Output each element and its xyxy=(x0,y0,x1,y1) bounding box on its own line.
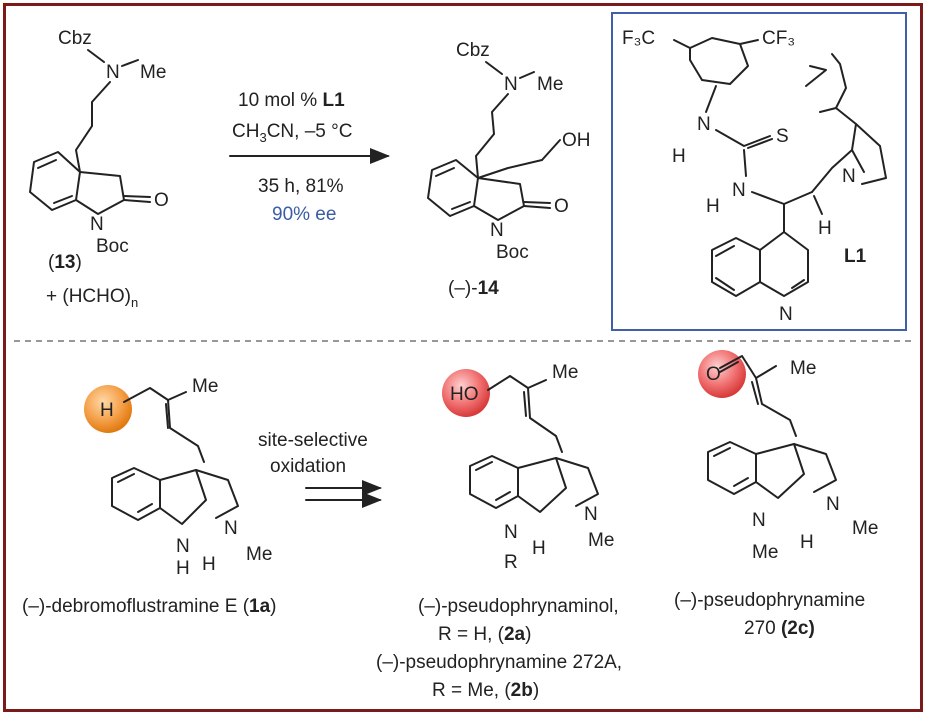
compound-13: Cbz N Me O N Boc (13) + (HCHO)n xyxy=(29,28,169,310)
indoline-n: N xyxy=(176,536,190,557)
cbz-label: Cbz xyxy=(58,28,92,49)
compound-2c-number: 270 (2c) xyxy=(744,618,815,639)
indoline-n: N xyxy=(752,510,766,531)
n-methyl: Me xyxy=(588,530,614,551)
h-highlighted: H xyxy=(100,400,114,421)
compound-2b-name: (–)-pseudophrynamine 272A, xyxy=(376,652,622,673)
compound-13-label: (13) xyxy=(48,252,82,273)
compound-2a-name: (–)-pseudophrynaminol, xyxy=(418,596,619,617)
cbz-label: Cbz xyxy=(456,40,490,61)
o-label: O xyxy=(706,364,721,385)
n-ring-label: N xyxy=(90,214,104,235)
me-label: Me xyxy=(552,362,578,383)
n-label: N xyxy=(504,74,518,95)
pyrrolidine-n: N xyxy=(224,518,238,539)
time-yield: 35 h, 81% xyxy=(258,176,344,197)
compound-14: Cbz N Me OH O N Boc (–)-14 xyxy=(427,40,591,299)
quinuclidine-n: N xyxy=(842,166,856,187)
ring-fusion-h: H xyxy=(532,538,546,559)
indoline-n: N xyxy=(504,522,518,543)
quinoline-n: N xyxy=(779,304,793,325)
cf3-label: CF₃ xyxy=(762,28,795,49)
me-label: Me xyxy=(140,62,166,83)
indoline-n-methyl: Me xyxy=(752,542,778,563)
pyrrolidine-n: N xyxy=(584,504,598,525)
nh1-n: N xyxy=(697,114,711,135)
n-ring-label: N xyxy=(490,220,504,241)
ho-label: HO xyxy=(450,384,479,405)
compound-1a-name: (–)-debromoflustramine E (1a) xyxy=(22,596,277,617)
arrow-text-line1: site-selective xyxy=(258,430,368,451)
oxidation-arrow-group: site-selective oxidation xyxy=(258,430,382,508)
r-group: R xyxy=(504,552,518,573)
compound-2a-2b: HO Me N Me N R H (–)-pseudophrynaminol, … xyxy=(376,362,622,701)
f3c-label: F₃C xyxy=(622,28,655,49)
ligand-l1: F₃C CF₃ N H S N H N H N L1 xyxy=(622,28,887,325)
me-label: Me xyxy=(537,74,563,95)
catalyst-loading: 10 mol % L1 xyxy=(238,90,345,111)
ligand-name: L1 xyxy=(844,246,867,267)
orange-highlight-ball xyxy=(84,385,132,433)
o-label: O xyxy=(154,190,169,211)
red-highlight-ball-o xyxy=(698,350,746,398)
compound-14-label: (–)-14 xyxy=(448,278,499,299)
indoline-nh-h: H xyxy=(176,558,190,579)
compound-2a-r: R = H, (2a) xyxy=(438,624,531,645)
pyrrolidine-n: N xyxy=(826,494,840,515)
oh-label: OH xyxy=(562,130,591,151)
arrow-text-line2: oxidation xyxy=(270,456,346,477)
n-methyl: Me xyxy=(246,544,272,565)
nh1-h: H xyxy=(672,146,686,167)
ring-fusion-h: H xyxy=(202,554,216,575)
compound-2c-name: (–)-pseudophrynamine xyxy=(674,590,865,611)
compound-2c: O Me N Me N Me H (–)-pseudophrynamine 27… xyxy=(674,350,878,639)
ee-value: 90% ee xyxy=(272,204,336,225)
reaction-conditions: 10 mol % L1 CH3CN, –5 °C 35 h, 81% 90% e… xyxy=(229,90,390,225)
boc-label: Boc xyxy=(96,236,129,257)
figure-frame xyxy=(3,3,923,712)
o-label: O xyxy=(554,196,569,217)
nh2-n: N xyxy=(732,180,746,201)
me-label: Me xyxy=(192,376,218,397)
quinuclidine-h: H xyxy=(818,218,832,239)
red-highlight-ball-oh xyxy=(442,369,490,417)
thione-s: S xyxy=(776,126,789,147)
ring-fusion-h: H xyxy=(800,532,814,553)
compound-2b-r: R = Me, (2b) xyxy=(432,680,539,701)
n-methyl: Me xyxy=(852,518,878,539)
me-label: Me xyxy=(790,358,816,379)
nh2-h: H xyxy=(706,196,720,217)
formaldehyde-reagent: + (HCHO)n xyxy=(46,286,138,310)
n-label: N xyxy=(106,62,120,83)
solvent-temp: CH3CN, –5 °C xyxy=(232,121,352,145)
boc-label: Boc xyxy=(496,242,529,263)
compound-1a: H Me N Me N H H (–)-debromoflustramine E… xyxy=(22,376,277,617)
ligand-box xyxy=(611,12,907,331)
